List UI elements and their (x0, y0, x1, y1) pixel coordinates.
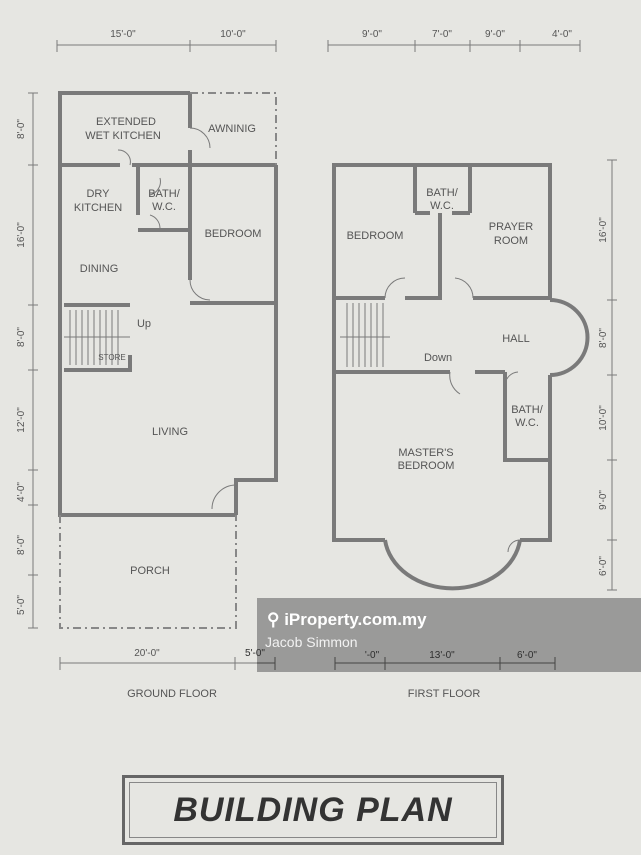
room-label: BEDROOM (347, 230, 404, 242)
room-label: WET KITCHEN (85, 130, 161, 142)
dim-label: 8'-0" (598, 328, 609, 348)
watermark-logo: ⚲ iProperty.com.my (267, 610, 427, 630)
dim-label: 5'-0" (16, 595, 27, 615)
first-floor-plan: 9'-0" 7'-0" 9'-0" 4'-0" 16'-0" 8'-0" 10'… (327, 29, 617, 700)
room-label: DRY (86, 188, 110, 200)
dim-label: 4'-0" (552, 29, 572, 40)
dim-label: 12'-0" (16, 407, 27, 433)
room-label: STORE (98, 353, 125, 362)
dim-label: 16'-0" (16, 222, 27, 248)
dim-label: 16'-0" (598, 217, 609, 243)
dim-label: 9'-0" (362, 29, 382, 40)
room-label: W.C. (515, 417, 539, 429)
watermark-site: iProperty.com.my (284, 610, 427, 629)
room-label: AWNINIG (208, 123, 256, 135)
room-label: W.C. (430, 200, 454, 212)
dim-label: 8'-0" (16, 327, 27, 347)
room-label: W.C. (152, 201, 176, 213)
ground-floor-plan: 15'-0" 10'-0" 8'-0" 16'-0" 8'-0" 12'-0" … (16, 29, 278, 700)
dim-label: 4'-0" (16, 482, 27, 502)
dim-label: 8'-0" (16, 535, 27, 555)
dim-label: 10'-0" (220, 29, 246, 40)
stair-label: Down (424, 352, 452, 364)
stair-label: Up (137, 318, 151, 330)
room-label: PORCH (130, 565, 170, 577)
dim-label: 7'-0" (432, 29, 452, 40)
location-pin-icon: ⚲ (267, 610, 280, 629)
room-label: BATH/ (426, 187, 459, 199)
watermark-banner: ⚲ iProperty.com.my Jacob Simmon (257, 598, 641, 672)
first-floor-caption: FIRST FLOOR (408, 688, 481, 700)
room-label: ROOM (494, 235, 528, 247)
dim-label: 10'-0" (598, 405, 609, 431)
dim-label: 20'-0" (134, 648, 160, 659)
dim-label: 9'-0" (485, 29, 505, 40)
room-label: KITCHEN (74, 202, 122, 214)
room-label: HALL (502, 333, 530, 345)
dim-label: 8'-0" (16, 119, 27, 139)
room-label: EXTENDED (96, 116, 156, 128)
ground-floor-caption: GROUND FLOOR (127, 688, 217, 700)
title-box: BUILDING PLAN (122, 775, 504, 845)
watermark-agent: Jacob Simmon (265, 634, 358, 650)
room-label: PRAYER (489, 221, 533, 233)
room-label: LIVING (152, 426, 188, 438)
room-label: BATH/ (148, 188, 181, 200)
room-label: BEDROOM (398, 460, 455, 472)
plan-title: BUILDING PLAN (129, 782, 497, 838)
room-label: BATH/ (511, 404, 544, 416)
dim-label: 6'-0" (598, 556, 609, 576)
room-label: BEDROOM (205, 228, 262, 240)
room-label: DINING (80, 263, 119, 275)
dim-label: 9'-0" (598, 490, 609, 510)
dim-label: 15'-0" (110, 29, 136, 40)
room-label: MASTER'S (398, 447, 453, 459)
